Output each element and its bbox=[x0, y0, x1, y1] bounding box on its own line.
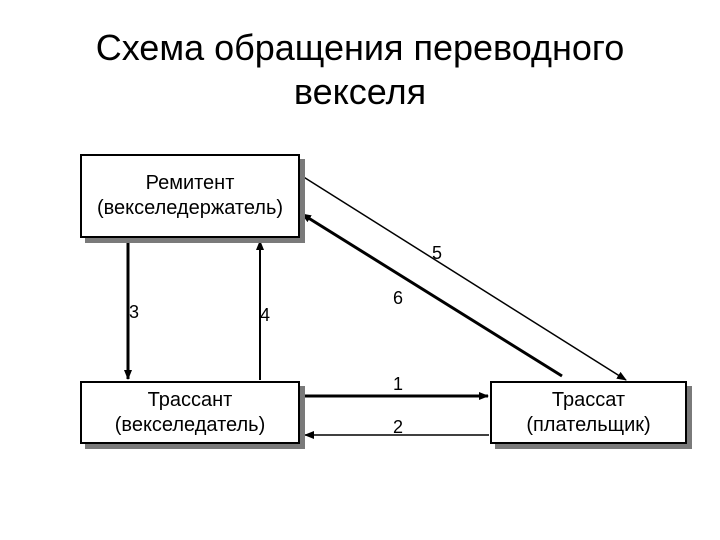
edge-label-5: 5 bbox=[432, 243, 443, 263]
node-remitent-title: Ремитент bbox=[145, 172, 235, 194]
arrow-6 bbox=[301, 212, 563, 378]
node-trassat-subtitle: (плательщик) bbox=[526, 413, 651, 436]
edge-label-3: 3 bbox=[129, 302, 140, 322]
arrow-5 bbox=[301, 175, 627, 381]
title-line-1: Схема обращения переводного bbox=[95, 27, 625, 68]
node-trassant: Трассант (векселедатель) bbox=[80, 381, 300, 444]
node-remitent: Ремитент (векселедержатель) bbox=[80, 154, 300, 238]
edge-label-4: 4 bbox=[260, 305, 271, 325]
node-remitent-subtitle: (векселедержатель) bbox=[96, 197, 284, 219]
edge-label-1: 1 bbox=[393, 374, 404, 394]
title-line-2: векселя bbox=[293, 71, 427, 112]
diagram-title: Схема обращения переводного векселя bbox=[0, 26, 720, 114]
edge-label-6: 6 bbox=[393, 288, 404, 308]
edge-label-2: 2 bbox=[393, 417, 404, 437]
node-trassat-title: Трассат bbox=[551, 388, 626, 411]
node-trassant-subtitle: (векселедатель) bbox=[114, 413, 266, 436]
node-trassat: Трассат (плательщик) bbox=[490, 381, 687, 444]
node-trassant-title: Трассант bbox=[147, 388, 233, 411]
